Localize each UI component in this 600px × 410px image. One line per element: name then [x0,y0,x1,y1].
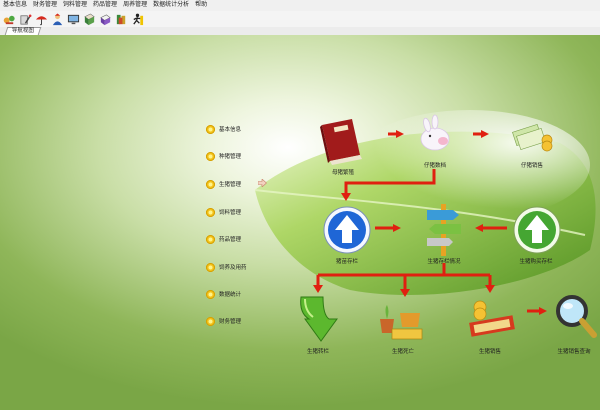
pig-sales-query-label: 生猪销售查询 [557,349,591,355]
sidebar-item-live-pigs[interactable]: 生猪管理 [206,179,241,189]
gear-icon [206,316,215,326]
stack-icon[interactable] [114,12,128,26]
breeding-sow-book-node[interactable] [316,117,368,167]
gear-icon [206,289,215,299]
menu-statistics[interactable]: 数据统计分析 [153,2,190,8]
up-arrow-blue-icon [323,206,371,254]
pig-stock-status-label: 生猪存栏情况 [427,259,461,265]
flow-connectors [313,130,547,315]
sidebar-item-basic-info[interactable]: 基本信息 [206,124,241,134]
pig-purchase-stock-label: 生猪购买存栏 [519,259,553,265]
piggy-bank-icon [420,114,450,151]
sidebar-item-medicine[interactable]: 药品管理 [206,234,241,244]
gear-icon [206,179,215,189]
breeding-sow-label: 母猪繁殖 [331,170,355,176]
exit-icon[interactable] [130,12,144,26]
gear-icon [206,262,215,272]
menu-feed[interactable]: 饲料管理 [63,2,88,8]
gear-icon [206,234,215,244]
book2-icon[interactable] [98,12,112,26]
pig-purchase-stock-node[interactable] [512,205,562,257]
piglet-sales-label: 仔猪销售 [520,163,544,169]
pig-death-label: 生猪死亡 [391,349,415,355]
toolbar [0,11,600,27]
menu-medicine[interactable]: 药品管理 [93,2,118,8]
pig-death-node[interactable] [374,303,430,345]
tool-icon[interactable] [18,12,32,26]
piglet-stock-label: 猪苗存栏 [335,259,359,265]
user-icon[interactable] [50,12,64,26]
handshake-icon[interactable] [2,12,16,26]
umbrella-icon[interactable] [34,12,48,26]
pig-sales-node[interactable] [464,297,518,343]
magnifier-icon [556,295,597,338]
sidebar-item-breeding-pigs[interactable]: 种猪管理 [206,151,241,161]
down-arrow-green-icon [300,296,338,342]
piglet-stock-node[interactable] [322,205,372,257]
money-stack-icon [512,123,553,152]
sidebar-item-finance[interactable]: 财务管理 [206,316,241,326]
gear-icon [206,124,215,134]
monitor-icon[interactable] [66,12,80,26]
sidebar-item-raising[interactable]: 饲养及用药 [206,262,247,272]
book-icon [320,119,362,165]
signpost-icon [427,204,461,256]
pig-stock-status-node[interactable] [423,200,465,260]
menu-basic-info[interactable]: 基本信息 [3,2,28,8]
plant-pot-icon [380,305,423,340]
piggy-records-label: 仔猪数档 [423,163,447,169]
gear-icon [206,207,215,217]
pig-transfer-label: 生猪转栏 [306,349,330,355]
navigation-canvas: 基本信息 种猪管理 生猪管理 饲料管理 药品管理 饲养及用药 数据统计 财务管理… [0,35,600,410]
piglet-sales-node[interactable] [510,118,556,156]
pig-sales-query-node[interactable] [552,293,598,345]
pig-transfer-node[interactable] [295,293,341,347]
menu-raising[interactable]: 周养管理 [123,2,148,8]
piggy-records-node[interactable] [418,113,452,157]
pig-sales-label: 生猪销售 [478,349,502,355]
menu-help[interactable]: 帮助 [195,2,208,8]
sidebar-item-feed[interactable]: 饲料管理 [206,207,241,217]
menu-finance[interactable]: 财务管理 [33,2,58,8]
tab-navigation-view[interactable]: 导航视图 [4,27,42,35]
up-arrow-green-icon [513,206,561,254]
sidebar-item-statistics[interactable]: 数据统计 [206,289,241,299]
selection-arrow-icon [258,179,267,187]
cash-coins-icon [469,300,515,337]
gear-icon [206,151,215,161]
book-icon[interactable] [82,12,96,26]
